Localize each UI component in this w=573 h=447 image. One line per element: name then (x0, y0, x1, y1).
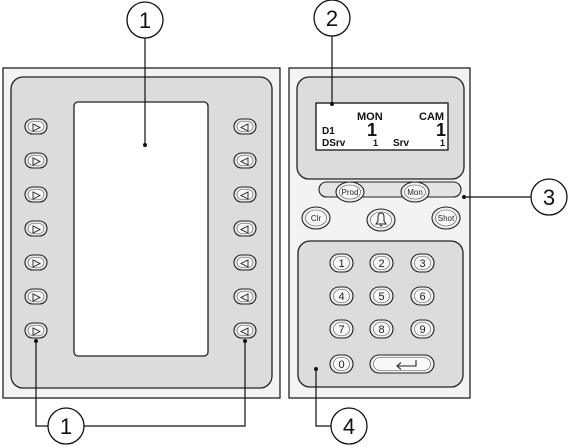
bell-icon (375, 212, 387, 227)
enter-button[interactable] (369, 354, 435, 374)
shot-button[interactable]: Shot (431, 206, 461, 230)
lcd-dsrv-label: DSrv (322, 138, 346, 149)
left-select-button[interactable] (24, 322, 48, 339)
keypad-key-label: 6 (419, 291, 425, 303)
shot-button-label: Shot (438, 214, 455, 223)
keypad-key-0[interactable]: 0 (329, 354, 354, 374)
triangle-right-icon (32, 225, 42, 234)
leader-line-keypad (315, 369, 331, 427)
triangle-left-icon (239, 157, 249, 166)
keypad-key-1[interactable]: 1 (329, 253, 354, 273)
side-button-target-dot (34, 339, 38, 343)
keypad-key-6[interactable]: 6 (410, 286, 435, 306)
mon-button[interactable]: Mon (400, 181, 430, 203)
lcd-srv-label: Srv (393, 138, 410, 149)
right-select-button[interactable] (233, 220, 257, 237)
left-select-button[interactable] (24, 288, 48, 305)
right-select-button[interactable] (233, 322, 257, 339)
callout-1-bottom: 1 (47, 407, 85, 445)
leader-line-side-buttons (75, 341, 246, 427)
keypad-panel (297, 240, 464, 388)
triangle-right-icon (32, 327, 42, 336)
keypad-key-label: 1 (338, 258, 344, 270)
left-select-button[interactable] (24, 220, 48, 237)
callout-3: 3 (530, 178, 568, 216)
triangle-left-icon (239, 225, 249, 234)
right-button-column (233, 118, 257, 339)
left-select-button[interactable] (24, 254, 48, 271)
triangle-left-icon (239, 191, 249, 200)
mon-button-label: Mon (407, 188, 423, 197)
keypad-key-label: 9 (419, 324, 425, 336)
triangle-right-icon (32, 191, 42, 200)
lcd-cam-value: 1 (436, 120, 446, 140)
keypad-key-label: 4 (338, 291, 344, 303)
clr-button[interactable]: Clr (301, 206, 331, 230)
center-display (73, 101, 209, 357)
side-button-target-dot (243, 339, 247, 343)
lcd-srv-value: 1 (440, 138, 445, 148)
triangle-left-icon (239, 293, 249, 302)
callout-1-top: 1 (126, 1, 164, 39)
keypad-key-8[interactable]: 8 (369, 319, 394, 339)
keypad-key-label: 7 (338, 324, 344, 336)
callout-number: 4 (343, 414, 355, 439)
triangle-left-icon (239, 259, 249, 268)
triangle-left-icon (239, 123, 249, 132)
lcd-d1-label: D1 (322, 126, 335, 137)
keypad-key-label: 2 (378, 258, 384, 270)
keypad-key-label: 5 (378, 291, 384, 303)
enter-arrow-icon (396, 360, 417, 370)
left-button-column (24, 118, 48, 339)
triangle-right-icon (32, 293, 42, 302)
clr-button-label: Clr (311, 214, 322, 223)
right-select-button[interactable] (233, 254, 257, 271)
lcd-dsrv-value: 1 (373, 138, 378, 148)
callout-number: 1 (60, 414, 72, 439)
keypad-key-9[interactable]: 9 (410, 319, 435, 339)
left-select-button[interactable] (24, 152, 48, 169)
prod-button-label: Prod (342, 188, 359, 197)
callout-number: 2 (326, 6, 338, 31)
lcd-window (315, 102, 449, 151)
triangle-right-icon (32, 259, 42, 268)
bell-button[interactable] (366, 208, 396, 232)
left-select-button[interactable] (24, 118, 48, 135)
callout-2: 2 (313, 0, 351, 37)
keypad-key-2[interactable]: 2 (369, 253, 394, 273)
keypad-key-label: 3 (419, 258, 425, 270)
right-select-button[interactable] (233, 118, 257, 135)
keypad-key-label: 0 (338, 359, 344, 371)
callout-4: 4 (330, 407, 368, 445)
keypad-key-3[interactable]: 3 (410, 253, 435, 273)
callout-number: 3 (543, 185, 555, 210)
right-select-button[interactable] (233, 186, 257, 203)
lcd-cam-label: CAM (419, 111, 444, 123)
prod-button[interactable]: Prod (335, 181, 365, 203)
keypad-key-7[interactable]: 7 (329, 319, 354, 339)
right-select-button[interactable] (233, 288, 257, 305)
keypad-key-label: 8 (378, 324, 384, 336)
triangle-right-icon (32, 157, 42, 166)
lcd-mon-label: MON (357, 111, 383, 123)
triangle-right-icon (32, 123, 42, 132)
keypad-key-5[interactable]: 5 (369, 286, 394, 306)
lcd-d1-value: 1 (367, 120, 377, 140)
left-select-button[interactable] (24, 186, 48, 203)
right-select-button[interactable] (233, 152, 257, 169)
triangle-left-icon (239, 327, 249, 336)
keypad-key-4[interactable]: 4 (329, 286, 354, 306)
callout-number: 1 (139, 8, 151, 33)
